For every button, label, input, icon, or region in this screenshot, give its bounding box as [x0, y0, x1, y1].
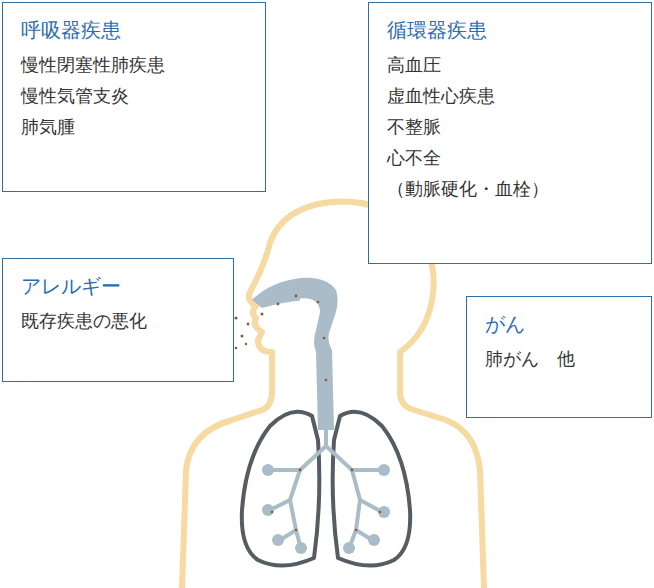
- category-heading: アレルギー: [21, 271, 217, 301]
- disease-item: 心不全: [387, 142, 635, 173]
- disease-item: 肺気腫: [21, 111, 249, 142]
- disease-item: 高血圧: [387, 49, 635, 80]
- disease-item: 既存疾患の悪化: [21, 305, 217, 336]
- category-heading: 呼吸器疾患: [21, 15, 249, 45]
- disease-box: 呼吸器疾患慢性閉塞性肺疾患慢性気管支炎肺気腫: [2, 2, 266, 192]
- bronchi: [270, 428, 382, 546]
- category-heading: がん: [485, 309, 635, 339]
- disease-item: 肺がん 他: [485, 343, 635, 374]
- nasal-detail: [300, 300, 318, 312]
- disease-box: 循環器疾患高血圧虚血性心疾患不整脈心不全（動脈硬化・血栓）: [368, 2, 652, 264]
- disease-item: 虚血性心疾患: [387, 80, 635, 111]
- left-lung: [242, 412, 320, 566]
- category-heading: 循環器疾患: [387, 15, 635, 45]
- particles: [227, 295, 382, 532]
- disease-item: 不整脈: [387, 111, 635, 142]
- disease-item: 慢性閉塞性肺疾患: [21, 49, 249, 80]
- disease-item: （動脈硬化・血栓）: [387, 173, 635, 204]
- disease-box: アレルギー既存疾患の悪化: [2, 258, 234, 382]
- disease-item: 慢性気管支炎: [21, 80, 249, 111]
- right-lung: [333, 412, 411, 566]
- disease-box: がん肺がん 他: [466, 296, 652, 418]
- alveoli: [262, 464, 390, 554]
- airway: [252, 278, 338, 430]
